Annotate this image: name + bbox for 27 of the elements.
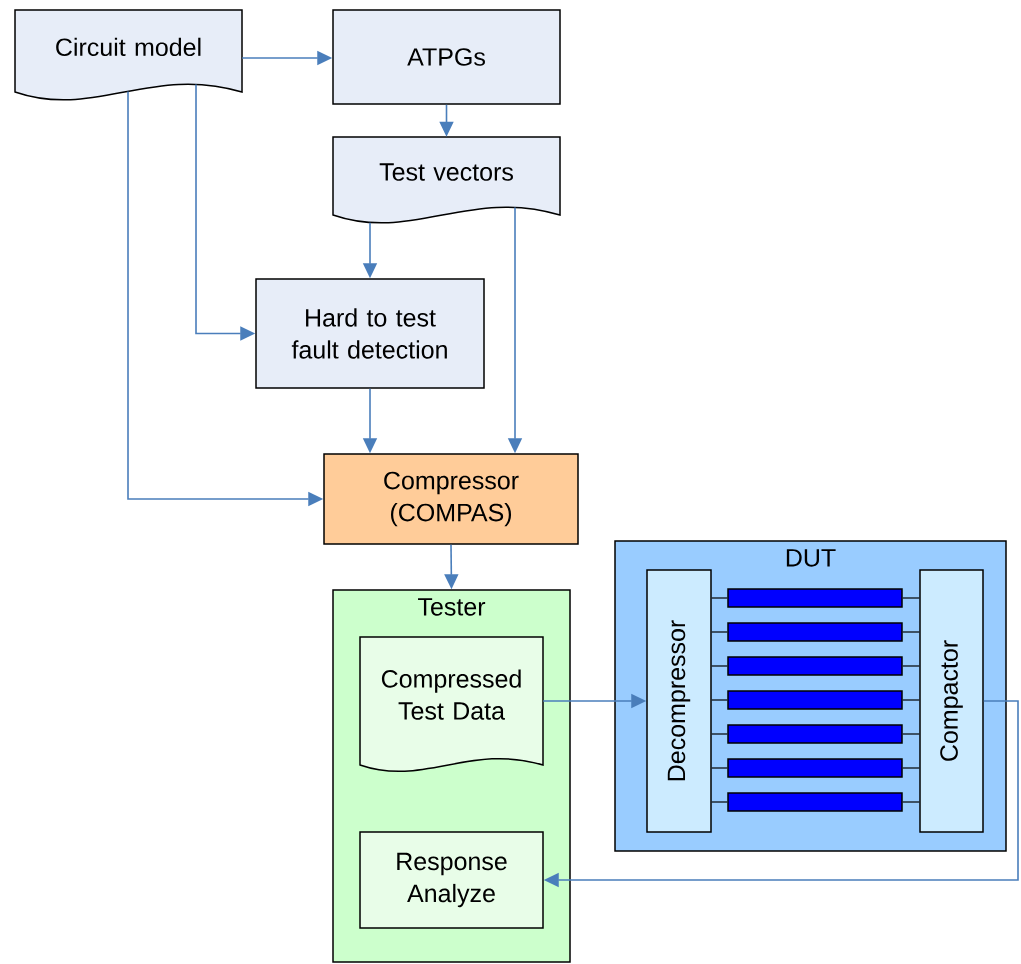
connector-line xyxy=(711,699,728,701)
compactor-block: Compactor xyxy=(919,569,984,833)
decompressor-block: Decompressor xyxy=(646,569,712,833)
chain-bar xyxy=(727,724,903,744)
connector-line xyxy=(711,767,728,769)
connector-line xyxy=(711,733,728,735)
connector-line xyxy=(711,631,728,633)
chain-bar xyxy=(727,622,903,642)
connector-line xyxy=(711,801,728,803)
chain-bar xyxy=(727,588,903,608)
process-box: ATPGs xyxy=(332,9,561,105)
connector-line xyxy=(902,699,920,701)
connector-line xyxy=(711,665,728,667)
connector-line xyxy=(902,767,920,769)
connector-line xyxy=(902,733,920,735)
connector-line xyxy=(902,597,920,599)
chain-bar xyxy=(727,758,903,778)
process-box: Compressor (COMPAS) xyxy=(323,453,579,545)
process-box: Hard to test fault detection xyxy=(255,278,485,389)
connector-line xyxy=(711,597,728,599)
connector-line xyxy=(902,801,920,803)
chain-bar xyxy=(727,792,903,812)
process-box: Response Analyze xyxy=(359,831,544,929)
connector-line xyxy=(902,665,920,667)
chain-bar xyxy=(727,690,903,710)
chain-bar xyxy=(727,656,903,676)
connector-line xyxy=(902,631,920,633)
